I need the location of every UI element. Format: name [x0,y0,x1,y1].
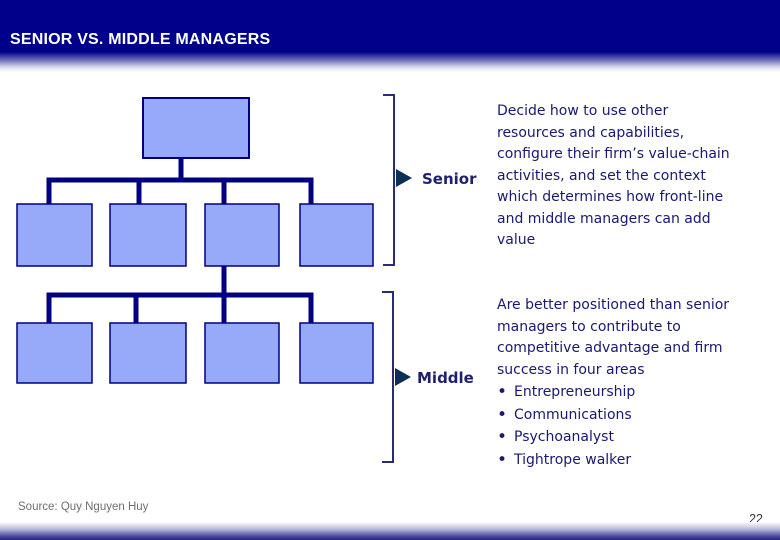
connector-lines-tier1 [46,156,314,206]
list-item: • Tightrope walker [497,449,769,472]
bullet-icon: • [497,382,508,402]
bullet-icon: • [497,427,508,447]
middle-intro-text: Are better positioned than senior manage… [497,297,730,378]
org-row-3 [16,322,374,384]
org-box-row3-3 [204,322,280,384]
bullet-label: Tightrope walker [514,451,632,468]
bullet-label: Entrepreneurship [514,384,636,400]
header-bar: SENIOR VS. MIDDLE MANAGERS [0,0,780,52]
footer-bar [0,522,780,540]
org-row-2 [16,203,374,267]
source-note: Source: Quy Nguyen Huy [18,501,149,513]
org-box-row3-2 [109,322,187,384]
connector [46,177,314,206]
bullet-label: Psychoanalyst [514,429,614,445]
connector-lines-tier2 [46,264,314,325]
middle-label: Middle [417,369,474,387]
org-box-top [142,97,250,159]
list-item: • Communications [497,404,769,427]
senior-bracket [383,94,395,266]
org-box-row2-3 [204,203,280,267]
bullet-icon: • [497,404,508,425]
list-item: • Entrepreneurship [497,381,769,404]
senior-label: Senior [422,170,477,188]
org-box-row3-4 [299,322,374,384]
header-gradient [0,52,780,72]
middle-bullet-list: • Entrepreneurship • Communications • Ps… [497,381,769,471]
bullet-label: Communications [514,406,632,423]
org-box-row2-2 [109,203,187,267]
senior-arrow-icon [396,169,412,187]
page-title: SENIOR VS. MIDDLE MANAGERS [10,31,271,48]
org-chart [16,94,412,463]
senior-text: Decide how to use other resources and ca… [497,103,730,248]
bullet-icon: • [497,449,508,470]
middle-arrow-icon [395,368,411,386]
list-item: • Psychoanalyst [497,426,769,449]
connector [46,292,314,325]
org-box-row2-1 [16,203,93,267]
middle-bracket [382,291,394,463]
org-box-row3-1 [16,322,93,384]
org-box-row2-4 [299,203,374,267]
